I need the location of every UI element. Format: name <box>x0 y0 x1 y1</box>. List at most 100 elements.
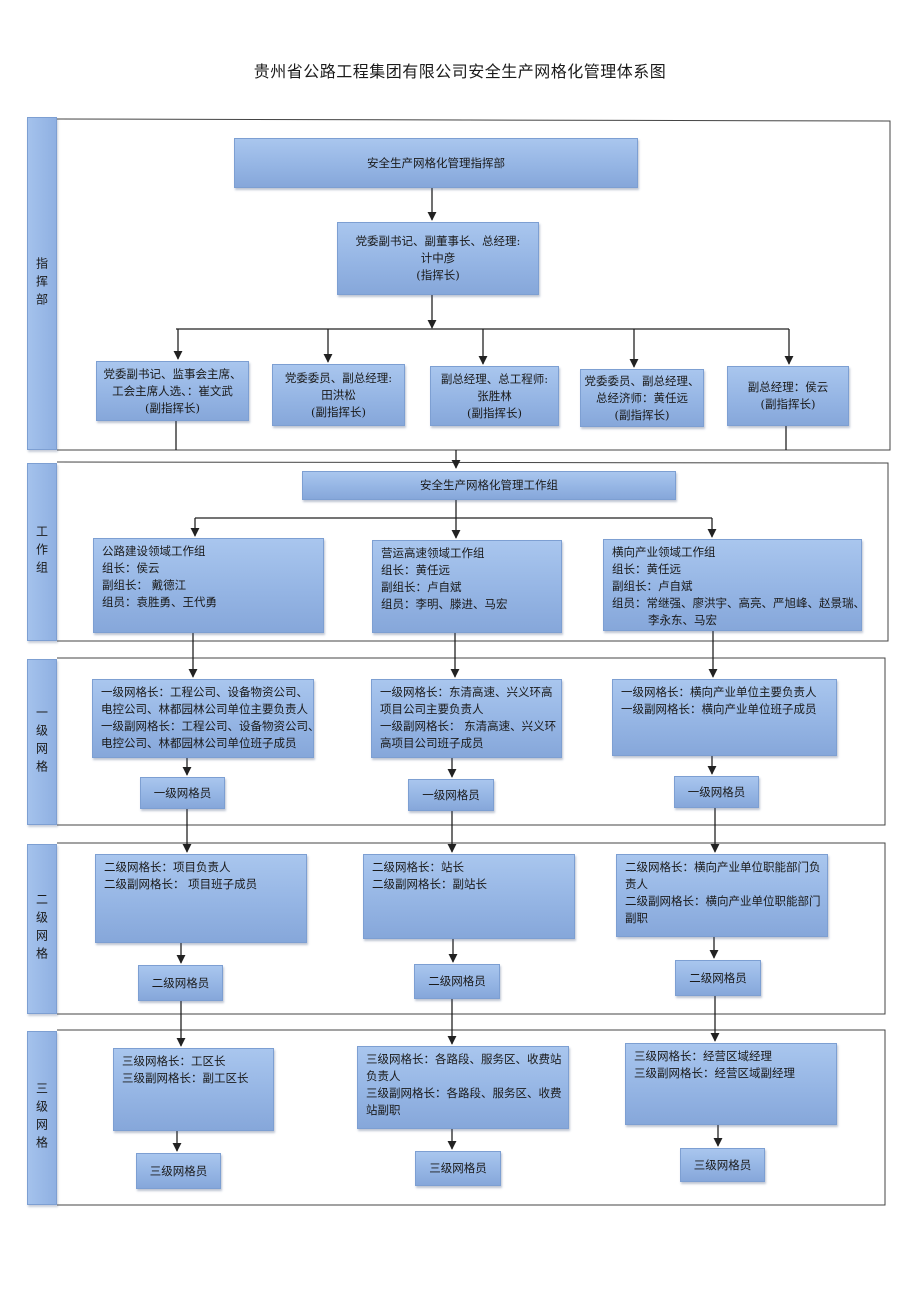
node-line: 副组长： 戴德江 <box>102 578 187 592</box>
node-line: 张胜林 <box>477 388 512 403</box>
node-line: 一级副网格长：工程公司、设备物资公司、 <box>101 719 320 733</box>
node-line: 二级副网格长：横向产业单位职能部门 <box>625 894 821 908</box>
node-line: 二级副网格长： 项目班子成员 <box>104 877 258 891</box>
node-grid1-leader: 一级网格长：东清高速、兴义环高 项目公司主要负责人 一级副网格长： 东清高速、兴… <box>371 679 562 758</box>
section-band-grid2: 二级网格 <box>27 844 57 1014</box>
node-deputy-commander: 副总经理：侯云 (副指挥长) <box>727 366 849 426</box>
node-grid1-leader: 一级网格长：横向产业单位主要负责人 一级副网格长：横向产业单位班子成员 <box>612 679 837 756</box>
node-workgroup-highway: 公路建设领域工作组 组长：侯云 副组长： 戴德江 组员：袁胜勇、王代勇 <box>93 538 324 633</box>
node-line: 党委副书记、监事会主席、 <box>103 366 242 381</box>
node-line: 负责人 <box>366 1069 401 1083</box>
node-line: (副指挥长) <box>467 405 522 420</box>
node-line: (指挥长) <box>416 268 460 282</box>
node-line: 田洪松 <box>321 387 356 402</box>
node-deputy-commander: 党委委员、副总经理、 总经济师：黄任远 (副指挥长) <box>580 369 704 427</box>
node-line: 党委委员、副总经理: <box>284 370 393 385</box>
node-grid2-leader: 二级网格长：横向产业单位职能部门负 责人 二级副网格长：横向产业单位职能部门 副… <box>616 854 828 937</box>
node-line: 公路建设领域工作组 <box>102 544 206 558</box>
node-text: 三级网格员 <box>429 1161 487 1175</box>
diagram-title: 贵州省公路工程集团有限公司安全生产网格化管理体系图 <box>253 62 667 81</box>
section-band-grid1: 一级网格 <box>27 659 57 825</box>
node-line: 项目公司主要负责人 <box>380 702 484 716</box>
node-line: 横向产业领域工作组 <box>612 545 716 559</box>
node-text: 二级网格员 <box>428 974 486 988</box>
node-deputy-commander: 副总经理、总工程师: 张胜林 (副指挥长) <box>430 366 559 426</box>
node-line: 一级网格长：东清高速、兴义环高 <box>380 685 553 699</box>
frame-grid3 <box>57 1029 886 1206</box>
node-text: 一级网格员 <box>153 785 212 800</box>
frame-grid2 <box>57 842 886 1015</box>
node-line: 高项目公司班子成员 <box>380 736 484 750</box>
section-band-workgroup: 工作组 <box>27 463 57 641</box>
node-grid3-leader: 三级网格长：经营区域经理 三级副网格长：经营区域副经理 <box>625 1043 837 1125</box>
node-line: 责人 <box>625 877 648 891</box>
section-label-grid3: 三级网格 <box>34 1082 49 1154</box>
node-text: 二级网格员 <box>151 975 210 990</box>
node-line: 三级副网格长：副工区长 <box>122 1071 249 1085</box>
node-line: 组长：侯云 <box>102 561 160 575</box>
node-grid2-member: 二级网格员 <box>414 964 500 999</box>
node-workgroup-operations: 营运高速领域工作组 组长：黄任远 副组长：卢自斌 组员：李明、滕进、马宏 <box>372 540 562 633</box>
section-band-command: 指挥部 <box>27 117 57 450</box>
section-label-grid1: 一级网格 <box>34 706 49 778</box>
node-line: 组员：袁胜勇、王代勇 <box>102 595 217 609</box>
node-grid1-member: 一级网格员 <box>674 776 759 808</box>
node-line: 副总经理：侯云 <box>747 380 829 394</box>
node-grid3-leader: 三级网格长：工区长 三级副网格长：副工区长 <box>113 1048 274 1131</box>
node-line: 李永东、马宏 <box>648 613 717 627</box>
node-grid3-member: 三级网格员 <box>415 1151 501 1186</box>
node-line: 一级网格长：横向产业单位主要负责人 <box>621 685 817 699</box>
node-grid3-member: 三级网格员 <box>680 1148 765 1182</box>
node-line: (副指挥长) <box>614 407 670 422</box>
node-line: 二级网格长：横向产业单位职能部门负 <box>625 860 821 874</box>
node-line: 站副职 <box>366 1103 401 1117</box>
node-grid2-member: 二级网格员 <box>138 965 223 1001</box>
node-grid2-leader: 二级网格长：项目负责人 二级副网格长： 项目班子成员 <box>95 854 307 943</box>
node-text: 三级网格员 <box>693 1157 752 1172</box>
node-line: 三级网格长：各路段、服务区、收费站 <box>366 1052 562 1066</box>
node-line: 三级网格长：工区长 <box>122 1054 226 1068</box>
node-text: 一级网格员 <box>687 784 746 799</box>
node-line: 二级网格长：站长 <box>372 860 464 874</box>
node-grid3-leader: 三级网格长：各路段、服务区、收费站 负责人 三级副网格长：各路段、服务区、收费 … <box>357 1046 569 1129</box>
node-line: 副组长：卢自斌 <box>612 579 693 593</box>
node-text: 安全生产网格化管理工作组 <box>420 478 558 492</box>
node-line: 组员：常继强、廖洪宇、高亮、严旭峰、赵景瑞、 <box>612 596 865 610</box>
node-deputy-commander: 党委副书记、监事会主席、 工会主席人选、：崔文武 (副指挥长) <box>96 361 249 421</box>
node-grid2-member: 二级网格员 <box>675 960 761 996</box>
node-line: 副职 <box>625 911 648 925</box>
node-line: 一级副网格长： 东清高速、兴义环 <box>380 719 557 733</box>
node-line: (副指挥长) <box>760 397 816 411</box>
node-line: 副总经理、总工程师: <box>440 371 549 386</box>
frame-grid1 <box>57 657 886 826</box>
node-line: 组长：黄任远 <box>612 562 681 576</box>
node-line: (副指挥长) <box>145 400 200 415</box>
node-line: 总经济师：黄任远 <box>596 390 688 405</box>
node-workgroup-industry: 横向产业领域工作组 组长：黄任远 副组长：卢自斌 组员：常继强、廖洪宇、高亮、严… <box>603 539 865 631</box>
node-line: 三级副网格长：各路段、服务区、收费 <box>366 1086 562 1100</box>
node-line: 党委委员、副总经理、 <box>584 373 700 388</box>
section-label-command: 指挥部 <box>34 256 49 311</box>
node-commander: 党委副书记、副董事长、总经理: 计中彦 (指挥长) <box>337 222 539 295</box>
node-line: 电控公司、林都园林公司单位班子成员 <box>101 736 297 750</box>
section-label-workgroup: 工作组 <box>34 525 49 579</box>
node-line: 二级网格长：项目负责人 <box>104 860 231 874</box>
node-line: 副组长：卢自斌 <box>381 580 462 594</box>
node-line: 一级副网格长：横向产业单位班子成员 <box>621 702 817 716</box>
node-grid1-leader: 一级网格长：工程公司、设备物资公司、 电控公司、林都园林公司单位主要负责人 一级… <box>92 679 320 758</box>
node-line: 组员：李明、滕进、马宏 <box>381 597 508 611</box>
node-line: 营运高速领域工作组 <box>381 546 485 560</box>
node-grid1-member: 一级网格员 <box>140 777 225 809</box>
section-band-grid3: 三级网格 <box>27 1031 57 1205</box>
frame-command <box>56 118 891 451</box>
node-grid3-member: 三级网格员 <box>136 1153 221 1189</box>
node-line: 组长：黄任远 <box>381 563 450 577</box>
node-line: 三级副网格长：经营区域副经理 <box>634 1066 795 1080</box>
frame-workgroup <box>56 461 889 642</box>
node-line: (副指挥长) <box>311 404 366 419</box>
node-deputy-commander: 党委委员、副总经理: 田洪松 (副指挥长) <box>272 364 405 426</box>
node-text: 三级网格员 <box>149 1163 208 1178</box>
node-line: 党委副书记、副董事长、总经理: <box>355 234 521 248</box>
node-text: 二级网格员 <box>689 970 747 985</box>
